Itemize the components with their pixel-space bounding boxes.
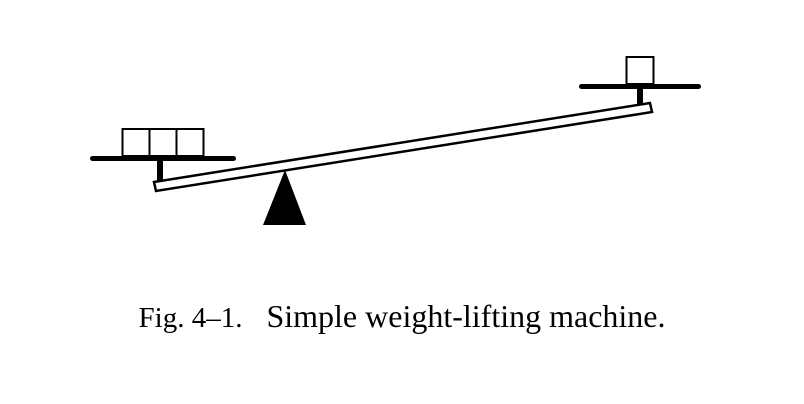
weight-box xyxy=(121,128,151,157)
right-pan-plate xyxy=(579,84,701,89)
weight-box xyxy=(148,128,178,157)
weight-box xyxy=(175,128,205,157)
right-pan-stem xyxy=(637,86,643,105)
figure-title: Simple weight-lifting machine. xyxy=(266,298,666,334)
figure-label: Fig. 4–1. xyxy=(138,302,243,334)
left-pan-weights xyxy=(121,128,205,157)
left-pan-stem xyxy=(157,158,163,182)
left-pan-plate xyxy=(90,156,236,161)
figure-caption: Fig. 4–1. Simple weight-lifting machine. xyxy=(0,298,804,335)
lever-beam xyxy=(152,101,654,193)
right-pan-weights xyxy=(625,56,655,85)
weight-box xyxy=(625,56,655,85)
fulcrum-triangle xyxy=(263,170,306,225)
